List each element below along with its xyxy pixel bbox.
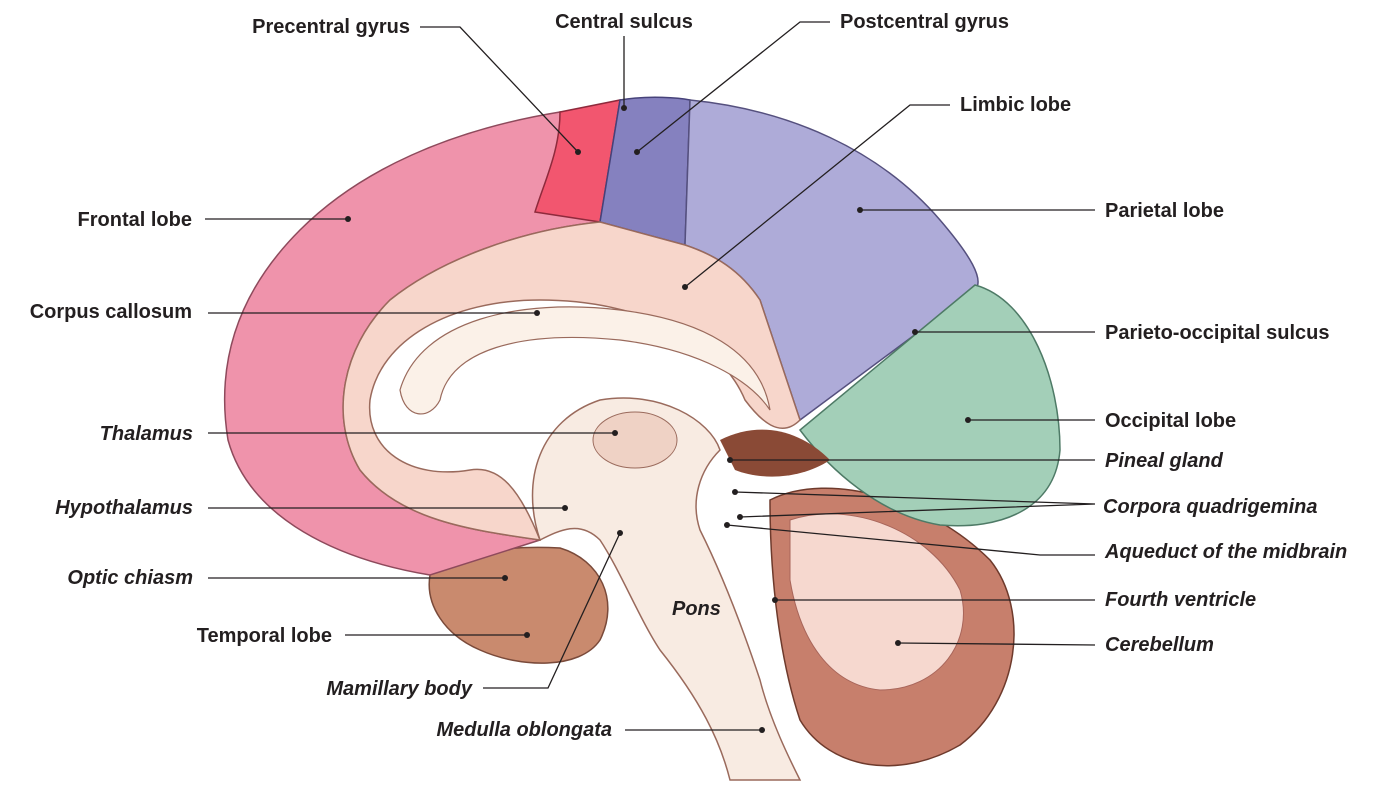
deep-region [720, 429, 830, 477]
label-central-sulcus: Central sulcus [555, 11, 693, 33]
occipital-lobe-region [798, 284, 1061, 527]
label-medulla-oblongata: Medulla oblongata [436, 719, 612, 741]
leader-lines [205, 21, 1096, 733]
corpus-callosum-region [399, 306, 771, 415]
label-temporal-lobe: Temporal lobe [197, 625, 332, 647]
brainstem-region [531, 397, 802, 781]
label-mamillary-body: Mamillary body [326, 678, 472, 700]
label-cerebellum: Cerebellum [1105, 634, 1214, 656]
precentral-gyrus-region [534, 99, 621, 223]
label-optic-chiasm: Optic chiasm [67, 567, 193, 589]
label-postcentral-gyrus: Postcentral gyrus [840, 11, 1009, 33]
label-aqueduct: Aqueduct of the midbrain [1104, 541, 1347, 563]
label-hypothalamus: Hypothalamus [55, 497, 193, 519]
pons-label: Pons [672, 598, 721, 620]
label-fourth-ventricle: Fourth ventricle [1105, 589, 1256, 611]
brain-illustration [223, 96, 1061, 781]
cerebellum-arbor [789, 513, 964, 691]
label-precentral-gyrus: Precentral gyrus [252, 16, 410, 38]
labels: Precentral gyrus Central sulcus Postcent… [30, 11, 1347, 741]
label-corpora-quadrigemina: Corpora quadrigemina [1103, 496, 1317, 518]
label-limbic-lobe: Limbic lobe [960, 94, 1071, 116]
label-parietal-lobe: Parietal lobe [1105, 200, 1224, 222]
label-corpus-callosum: Corpus callosum [30, 301, 192, 323]
label-pineal-gland: Pineal gland [1105, 450, 1224, 472]
thalamus-region [592, 411, 678, 469]
label-occipital-lobe: Occipital lobe [1105, 410, 1236, 432]
label-parieto-occipital-sulcus: Parieto-occipital sulcus [1105, 322, 1330, 344]
limbic-lobe-region [342, 221, 801, 541]
label-thalamus: Thalamus [100, 423, 193, 445]
label-frontal-lobe: Frontal lobe [78, 209, 192, 231]
